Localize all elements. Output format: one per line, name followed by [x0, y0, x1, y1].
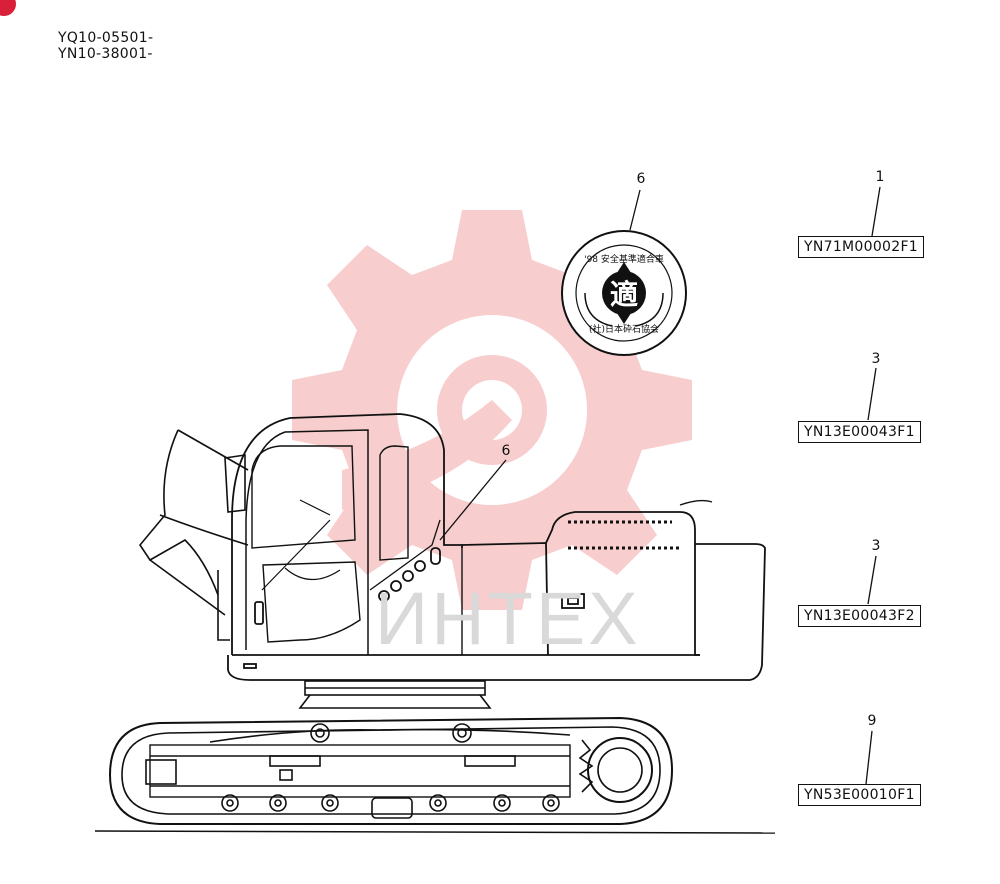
track-undercarriage: [108, 716, 674, 825]
watermark-text: ИНТЕХ: [375, 577, 641, 660]
swing-bearing: [298, 680, 492, 709]
part-number-label: YN53E00010F1: [798, 784, 921, 806]
leader-lines: [439, 186, 881, 785]
serial-number-1: YQ10-05501-: [58, 30, 154, 46]
part-number-label: YN13E00043F2: [798, 605, 921, 627]
callout-number: 1: [875, 169, 885, 185]
decal-bottom-text: (社)日本砕石協会: [589, 323, 659, 335]
callout-number: 3: [871, 538, 881, 554]
upper-structure: [227, 413, 766, 681]
serial-number-block: YQ10-05501- YN10-38001-: [58, 30, 153, 62]
serial-number-2: YN10-38001-: [58, 46, 153, 62]
callout-number: 9: [867, 713, 877, 729]
boom-arm: [139, 429, 249, 641]
decal-top-text: '98 安全基準適合車: [584, 253, 664, 265]
safety-standard-decal: [561, 230, 687, 356]
callout-number: 3: [871, 351, 881, 367]
part-number-label: YN71M00002F1: [798, 236, 925, 258]
ground-line: [94, 830, 776, 834]
decal-center-char: 適: [610, 278, 638, 311]
callout-number: 6: [636, 171, 646, 187]
corner-mark-icon: [0, 0, 16, 16]
callout-number: 6: [501, 443, 511, 459]
part-number-label: YN13E00043F1: [798, 421, 921, 443]
